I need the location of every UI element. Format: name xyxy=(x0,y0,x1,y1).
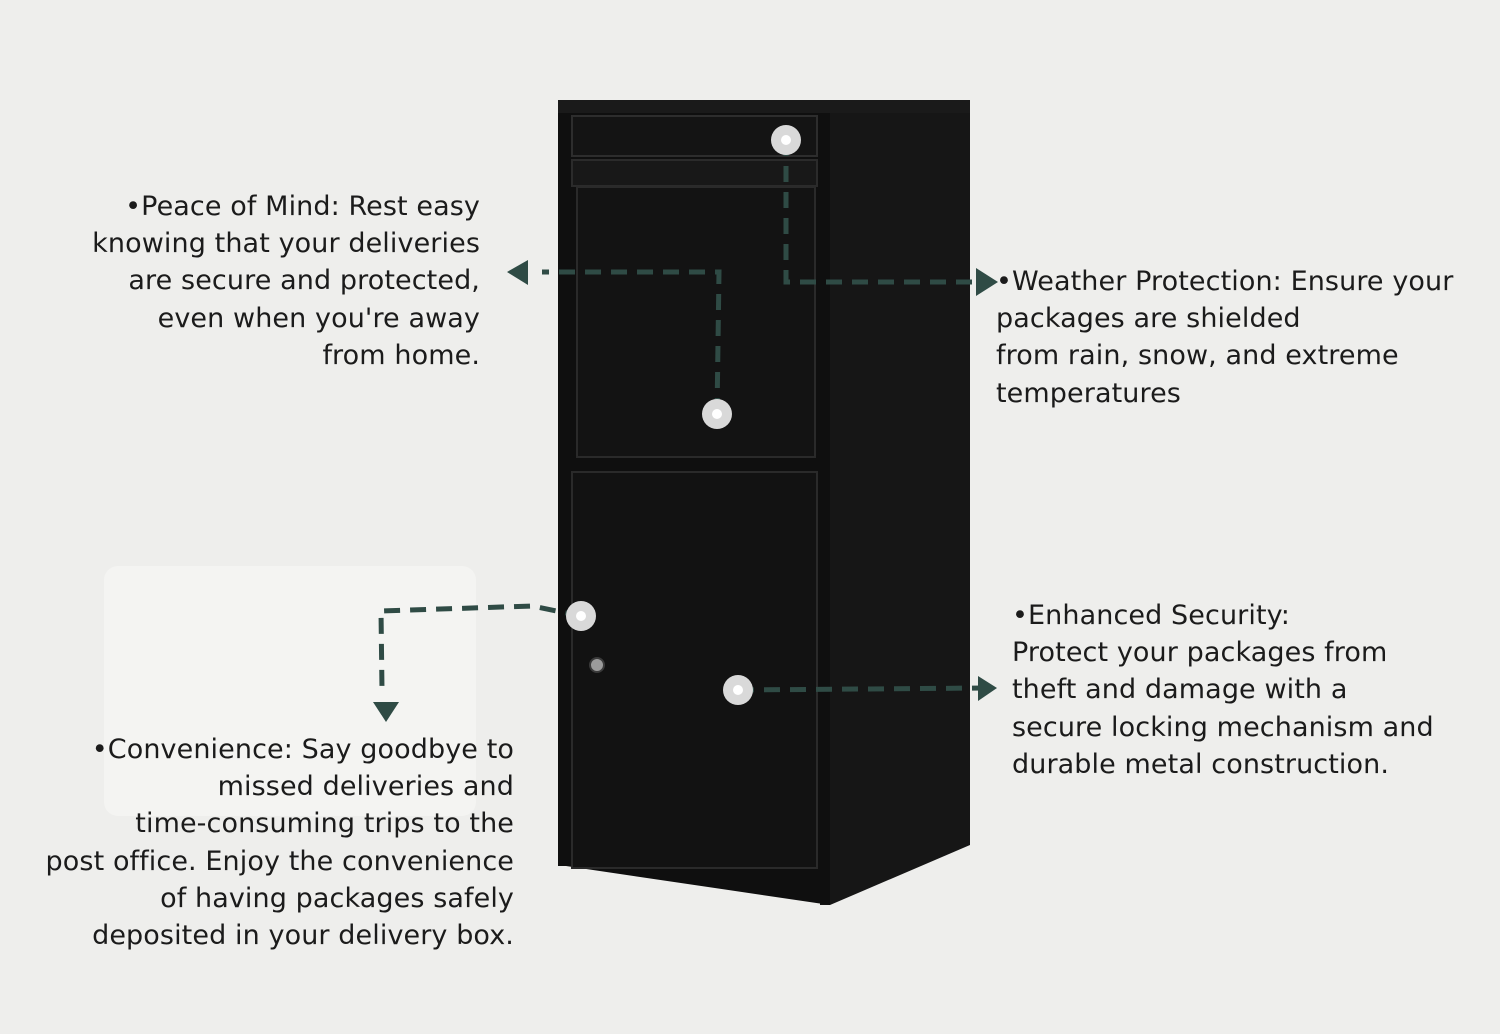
weather-line-1: •Weather Protection: Ensure your xyxy=(996,266,1454,297)
arrowhead-icon xyxy=(978,676,997,701)
security-line-1: •Enhanced Security: xyxy=(1012,600,1290,631)
convenience-line-5: of having packages safely xyxy=(160,882,514,914)
convenience-line-4: post office. Enjoy the convenience xyxy=(45,845,514,877)
callout-connectors xyxy=(378,140,986,693)
hotspot-marker-center xyxy=(733,685,743,695)
cabinet-top-lid xyxy=(558,100,970,113)
enhanced-security-note: •Enhanced Security: Protect your package… xyxy=(1012,597,1434,783)
peace-connector-line xyxy=(542,269,722,415)
delivery-box-cabinet xyxy=(558,100,970,905)
weather-line-4: temperatures xyxy=(996,377,1181,409)
convenience-note: •Convenience: Say goodbye to missed deli… xyxy=(46,731,514,954)
hotspot-marker-center xyxy=(781,135,791,145)
hotspot-marker-center xyxy=(712,409,722,419)
convenience-line-3: time-consuming trips to the xyxy=(135,808,514,840)
convenience-connector-line xyxy=(378,603,582,691)
peace-of-mind-note: •Peace of Mind: Rest easy knowing that y… xyxy=(92,188,480,374)
peace-line-5: from home. xyxy=(322,339,480,371)
security-connector-line xyxy=(737,685,986,693)
arrowhead-icon xyxy=(507,260,528,285)
hotspot-markers xyxy=(566,125,801,705)
security-line-2: Protect your packages from xyxy=(1012,637,1388,669)
peace-line-1: •Peace of Mind: Rest easy xyxy=(125,191,480,222)
weather-line-3: from rain, snow, and extreme xyxy=(996,340,1399,372)
weather-connector-line xyxy=(783,140,985,285)
cabinet-upper-door xyxy=(576,186,816,458)
callout-arrowheads xyxy=(373,260,998,722)
peace-line-2: knowing that your deliveries xyxy=(92,228,480,260)
arrowhead-icon xyxy=(976,268,998,296)
weather-protection-note: •Weather Protection: Ensure your package… xyxy=(996,263,1453,412)
weather-line-2: packages are shielded xyxy=(996,303,1301,335)
keyhole-icon xyxy=(589,657,605,673)
peace-line-4: even when you're away xyxy=(157,302,480,334)
security-line-3: theft and damage with a xyxy=(1012,674,1348,706)
cabinet-parcel-slot xyxy=(571,159,818,187)
cabinet-lower-door xyxy=(571,471,818,869)
security-line-4: secure locking mechanism and xyxy=(1012,711,1434,743)
hotspot-marker-center xyxy=(576,611,586,621)
convenience-line-1: •Convenience: Say goodbye to xyxy=(91,734,514,765)
convenience-line-2: missed deliveries and xyxy=(217,771,514,803)
cabinet-side-panel xyxy=(820,113,970,905)
arrowhead-icon xyxy=(373,702,399,722)
security-line-5: durable metal construction. xyxy=(1012,748,1390,780)
peace-line-3: are secure and protected, xyxy=(128,265,480,297)
convenience-line-6: deposited in your delivery box. xyxy=(92,920,514,952)
